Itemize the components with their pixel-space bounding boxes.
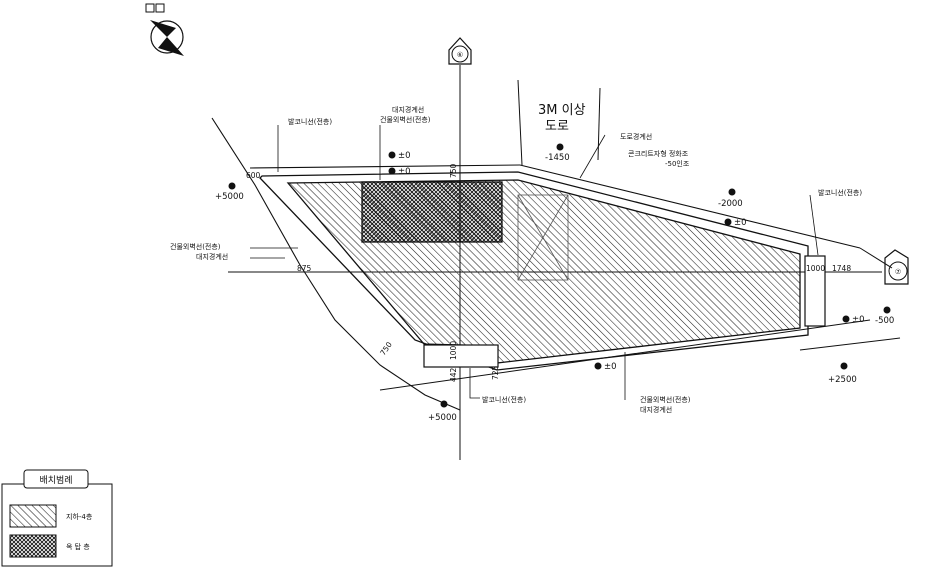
north-arrow-icon (145, 3, 184, 56)
road-label-2: 도로 (545, 119, 569, 134)
dim-750: 750 (449, 163, 458, 178)
legend-label-rooftop: 옥 탑 층 (66, 542, 90, 551)
grid-marker-top-label: ⑥ (457, 51, 463, 59)
level-minus2000: -2000 (718, 199, 743, 209)
level-pm0-bottom: ±0 (604, 362, 617, 372)
level-minus500: -500 (875, 316, 894, 326)
label-balcony-top: 발코니선(전층) (288, 117, 332, 126)
label-road-boundary: 도로경계선 (620, 132, 652, 141)
legend: 배치범례 지하-4층 옥 탑 층 (1, 469, 113, 567)
level-pm0-top: ±0 (398, 151, 411, 161)
legend-label-basement: 지하-4층 (66, 512, 93, 521)
label-outer-bottom-2: 대지경계선 (640, 405, 672, 414)
level-pm0-top2: ±0 (398, 167, 411, 177)
label-septic-1: 콘크리트자형 정화조 (628, 149, 689, 158)
legend-swatch-basement (9, 504, 57, 528)
label-boundary-top-2: 건물외벽선(전층) (380, 115, 431, 124)
label-outer-left-1: 건물외벽선(전층) (170, 242, 221, 251)
site-boundary-outer (211, 117, 461, 411)
level-plus5000-bottom: +5000 (428, 413, 457, 423)
dim-600: 600 (246, 171, 261, 180)
label-septic-2: -50인조 (665, 159, 690, 168)
road-label-1: 3M 이상 (538, 103, 586, 118)
dim-1748: 1748 (832, 264, 851, 273)
level-plus5000-left: +5000 (215, 192, 244, 202)
level-marks: +5000 ±0 ±0 -1450 -2000 ±0 ±0 -500 +2500… (215, 143, 894, 423)
dim-442: 442 (449, 367, 458, 382)
label-boundary-top-1: 대지경계선 (392, 105, 424, 114)
balcony-right (804, 255, 826, 327)
level-plus2500: +2500 (828, 375, 857, 385)
dim-725: 725 (491, 365, 500, 380)
level-pm0-right: ±0 (734, 218, 747, 228)
dim-875: 875 (297, 264, 312, 273)
label-balcony-bottom: 발코니선(전층) (482, 395, 526, 404)
road-edge-left (517, 79, 523, 166)
label-balcony-right: 발코니선(전층) (818, 188, 862, 197)
road-edge-right (597, 87, 601, 161)
balcony-bottom (423, 344, 499, 368)
building-outer-wall (259, 171, 809, 371)
label-outer-left-2: 대지경계선 (196, 252, 228, 261)
site-boundary-right-2 (799, 337, 901, 351)
grid-marker-right: ⑦ (884, 249, 909, 285)
dim-1000-bottom: 1000 (449, 341, 458, 360)
level-pm0-far-right: ±0 (852, 315, 865, 325)
level-minus1450: -1450 (545, 153, 570, 163)
septic-tank-outline (517, 194, 569, 281)
dim-1000-right: 1000 (806, 264, 825, 273)
site-boundary-right (859, 247, 893, 269)
building-rooftop-area (361, 181, 503, 243)
grid-marker-right-label: ⑦ (895, 268, 901, 276)
road-boundary-line (249, 164, 521, 169)
leader-lines (250, 125, 819, 400)
grid-marker-top: ⑥ (448, 37, 472, 65)
dim-750-b: 750 (378, 340, 394, 357)
legend-swatch-rooftop (9, 534, 57, 558)
road-boundary-diagonal (519, 164, 861, 249)
label-outer-bottom-1: 건물외벽선(전층) (640, 395, 691, 404)
legend-title: 배치범례 (39, 474, 72, 486)
